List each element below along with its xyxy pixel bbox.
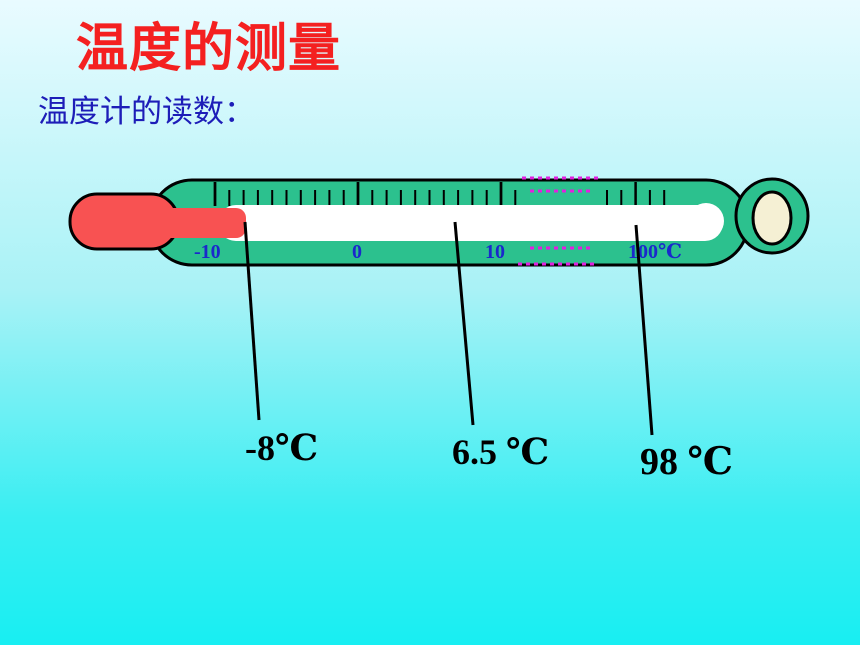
scale-label-10: 10: [485, 241, 505, 263]
scale-break-marks: [518, 176, 602, 266]
liquid-column: [160, 208, 246, 238]
scale-label-100: 100℃: [628, 241, 682, 263]
pointer-line-reading-3: [634, 224, 654, 436]
scale-label-0: 0: [352, 241, 362, 263]
section-subtitle: 温度计的读数：: [38, 94, 255, 130]
capillary-tube: [218, 205, 723, 241]
thermometer-end-cap-inner: [751, 190, 793, 246]
reading-98: 98 ℃: [640, 441, 733, 483]
reading-6-5: 6.5 ℃: [452, 432, 549, 472]
reading-minus-8: -8℃: [245, 428, 318, 468]
pointer-line-reading-1: [243, 221, 261, 421]
capillary-end: [688, 203, 724, 239]
scale-label-minus10: -10: [194, 241, 221, 263]
page-title: 温度的测量: [76, 19, 342, 79]
pointer-line-reading-2: [453, 221, 475, 426]
scale-ticks: [213, 182, 666, 206]
